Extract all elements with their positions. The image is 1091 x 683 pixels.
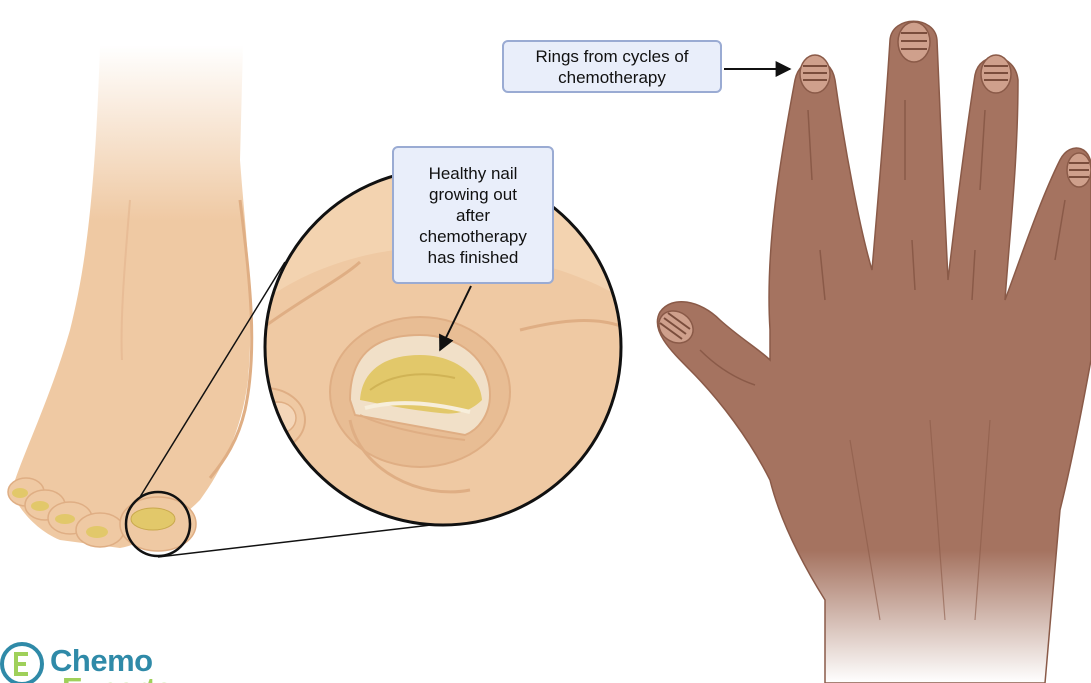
callout-healthy-line-4: chemotherapy — [419, 226, 527, 247]
callout-healthy-line-5: has finished — [428, 247, 519, 268]
fingernail-index — [800, 55, 830, 93]
callout-healthy-line-2: growing out — [429, 184, 517, 205]
callout-rings-text: Rings from cycles of chemotherapy — [512, 46, 712, 88]
callout-healthy-nail: Healthy nail growing out after chemother… — [392, 146, 554, 284]
callout-rings-from-chemotherapy: Rings from cycles of chemotherapy — [502, 40, 722, 93]
hand-illustration — [653, 21, 1091, 683]
fingernail-middle — [898, 22, 930, 62]
foot-illustration — [8, 45, 252, 556]
zoom-connector-bottom — [158, 521, 465, 557]
fingernail-little — [1067, 153, 1091, 187]
toe-small-4 — [76, 513, 124, 547]
chemo-experts-logo: Chemo Experts — [0, 640, 180, 683]
fingernail-ring — [981, 55, 1011, 93]
logo-text-experts: Experts — [62, 671, 172, 683]
callout-healthy-line-3: after — [456, 205, 490, 226]
callout-healthy-line-1: Healthy nail — [429, 163, 518, 184]
